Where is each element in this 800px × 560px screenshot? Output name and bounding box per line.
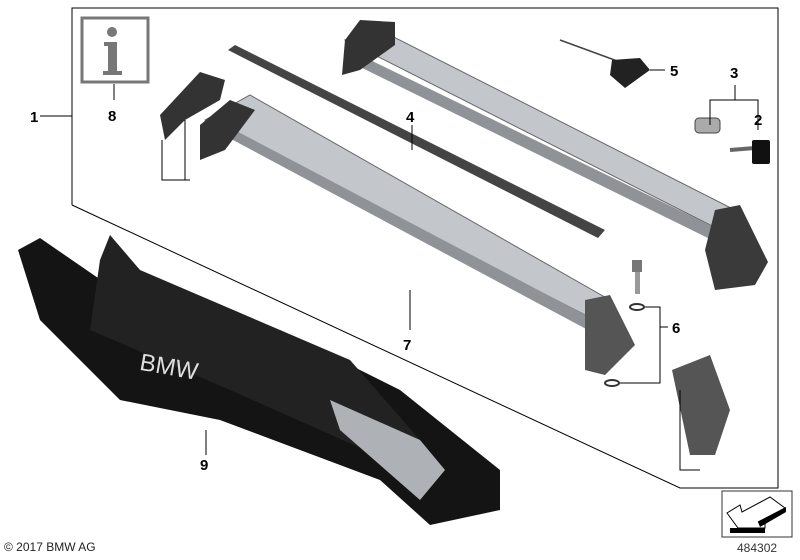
lock-cylinder [694,117,770,164]
callout-2: 2 [754,112,762,129]
end-cap-right [672,355,730,455]
callout-3: 3 [730,65,738,82]
leader-lines [161,69,759,471]
document-number: 484302 [737,541,778,555]
callout-5: 5 [670,63,678,80]
rubber-strip [228,45,605,238]
bolt-set [604,260,645,387]
crossbar-front [200,94,635,375]
callout-7: 7 [403,337,411,354]
callout-1: 1 [30,109,38,126]
navigation-arrow-icon[interactable] [721,490,793,538]
crossbar-rear [342,20,768,290]
callout-9: 9 [200,457,208,474]
callout-4: 4 [406,109,415,126]
copyright: © 2017 BMW AG [4,540,96,554]
storage-bag: BMW [18,235,500,525]
key-tool [559,39,650,88]
callout-6: 6 [672,320,680,337]
end-cap-left [160,72,225,140]
info-icon [80,16,150,84]
callout-8: 8 [108,108,116,125]
group-frame [71,7,779,489]
